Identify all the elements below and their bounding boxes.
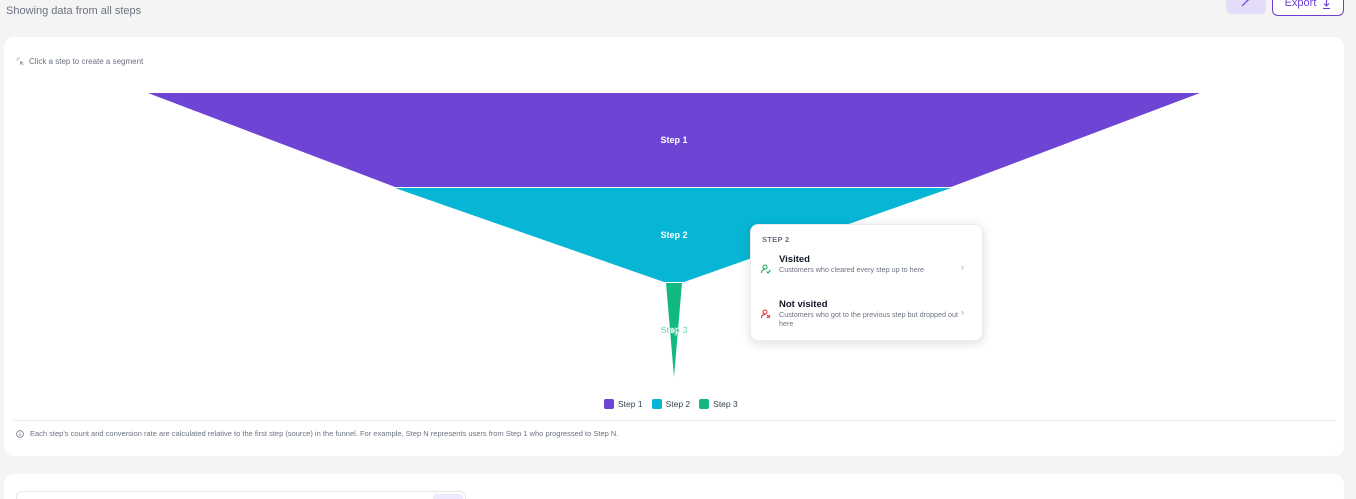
segment-hint: Click a step to create a segment bbox=[16, 57, 143, 66]
export-button[interactable]: Export bbox=[1272, 0, 1344, 16]
bottom-search-field[interactable] bbox=[16, 491, 466, 499]
legend-item-step-2[interactable]: Step 2 bbox=[651, 399, 691, 409]
legend-swatch bbox=[604, 399, 614, 409]
step-tooltip: STEP 2 Visited Customers who cleared eve… bbox=[750, 224, 983, 341]
user-check-icon bbox=[761, 264, 771, 274]
legend-label: Step 2 bbox=[665, 399, 691, 409]
legend-swatch bbox=[699, 399, 710, 409]
magic-wand-icon bbox=[1241, 0, 1250, 7]
funnel-step-2-label: Step 2 bbox=[660, 230, 687, 240]
footnote-text: Each step's count and conversion rate ar… bbox=[30, 429, 619, 438]
legend-item-step-3[interactable]: Step 3 bbox=[699, 399, 738, 409]
legend-label: Step 1 bbox=[618, 399, 643, 409]
visited-desc: Customers who cleared every step up to h… bbox=[779, 265, 925, 274]
export-label: Export bbox=[1284, 0, 1317, 9]
legend-swatch bbox=[651, 399, 662, 409]
divider bbox=[12, 420, 1336, 421]
chart-legend: Step 1 Step 2 Step 3 bbox=[604, 399, 738, 409]
funnel-step-2[interactable] bbox=[395, 188, 951, 282]
funnel-card: Click a step to create a segment Step 1 … bbox=[4, 37, 1344, 456]
user-x-icon bbox=[761, 309, 771, 319]
download-icon bbox=[1323, 0, 1331, 9]
bottom-card bbox=[4, 474, 1344, 499]
bottom-field-button[interactable] bbox=[433, 494, 463, 499]
top-bar: Showing data from all steps Export bbox=[0, 0, 1356, 30]
legend-label: Step 3 bbox=[713, 399, 738, 409]
showing-data-label: Showing data from all steps bbox=[6, 5, 142, 17]
magic-button[interactable] bbox=[1226, 0, 1266, 14]
tooltip-header: STEP 2 bbox=[762, 235, 790, 244]
footnote: Each step's count and conversion rate ar… bbox=[16, 429, 618, 438]
tooltip-not-visited-option[interactable]: Not visited Customers who got to the pre… bbox=[751, 299, 984, 339]
visited-title: Visited bbox=[779, 254, 810, 265]
funnel-step-3-label: Step 3 bbox=[660, 325, 687, 335]
not-visited-title: Not visited bbox=[779, 299, 828, 310]
tooltip-visited-option[interactable]: Visited Customers who cleared every step… bbox=[751, 254, 984, 294]
funnel-chart: Step 1 Step 2 Step 3 bbox=[148, 93, 1200, 377]
hint-text: Click a step to create a segment bbox=[29, 57, 144, 66]
funnel-step-3[interactable] bbox=[666, 283, 682, 377]
funnel-step-1[interactable] bbox=[148, 93, 1200, 187]
legend-item-step-1[interactable]: Step 1 bbox=[604, 399, 643, 409]
not-visited-desc: Customers who got to the previous step b… bbox=[779, 310, 958, 328]
chevron-right-icon: › bbox=[961, 262, 964, 272]
pointer-click-icon bbox=[16, 57, 24, 66]
info-icon bbox=[16, 429, 24, 438]
funnel-step-1-label: Step 1 bbox=[660, 135, 687, 145]
chevron-right-icon: › bbox=[961, 307, 964, 317]
